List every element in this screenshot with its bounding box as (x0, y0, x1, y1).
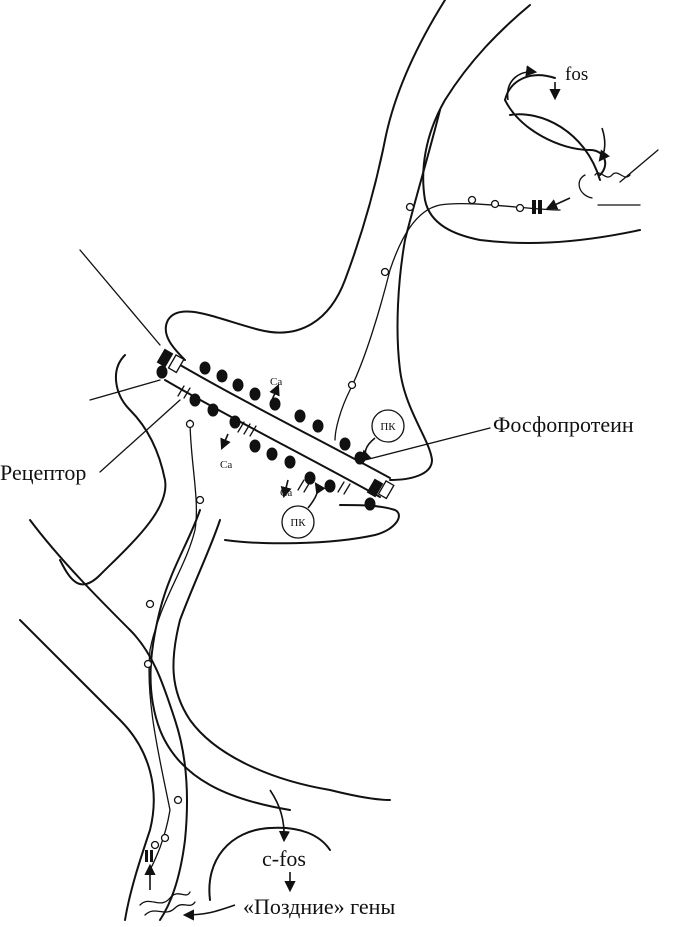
label-late-genes: «Поздние» гены (243, 894, 395, 919)
nucleus-arc-bottom (208, 826, 331, 901)
leader-receptor (99, 399, 181, 473)
lower-neuron-outline (19, 354, 400, 921)
ca-label-3: Ca (280, 487, 292, 499)
receptor-channels (177, 385, 351, 495)
pk-label-upper: ПК (380, 421, 396, 433)
label-phosphoprotein: Фосфопротеин (493, 412, 634, 437)
ca-label-2: Ca (220, 459, 232, 471)
label-fos-top: fos (565, 64, 588, 85)
pk-circle-upper: ПК (371, 409, 405, 443)
upper-transport-arrow (545, 197, 571, 210)
lower-signal-bars (145, 850, 153, 862)
nucleus-arc-top (509, 113, 601, 181)
pk-circle-lower: ПК (281, 505, 315, 539)
leader-phosphoprotein (364, 427, 491, 461)
ca-label-1: Ca (270, 376, 282, 388)
lower-vesicles (143, 419, 205, 850)
pk-label-lower: ПК (290, 517, 306, 529)
upper-vesicles (347, 195, 525, 390)
label-receptor: Рецептор (0, 460, 86, 485)
mrna-bottom-squiggle (139, 891, 196, 916)
phosphoprotein-particles (156, 361, 376, 511)
mrna-top-squiggle (594, 172, 631, 178)
receptor-block-left (156, 348, 185, 374)
upper-transport-path (334, 202, 561, 441)
upper-signal-bars (532, 200, 542, 214)
synaptic-membrane (164, 361, 391, 498)
lower-transport-path (148, 419, 198, 871)
leader-left-mid (89, 379, 161, 401)
leader-top-left (79, 249, 161, 346)
receptor-block-right (366, 478, 395, 500)
label-c-fos: c-fos (262, 846, 306, 871)
